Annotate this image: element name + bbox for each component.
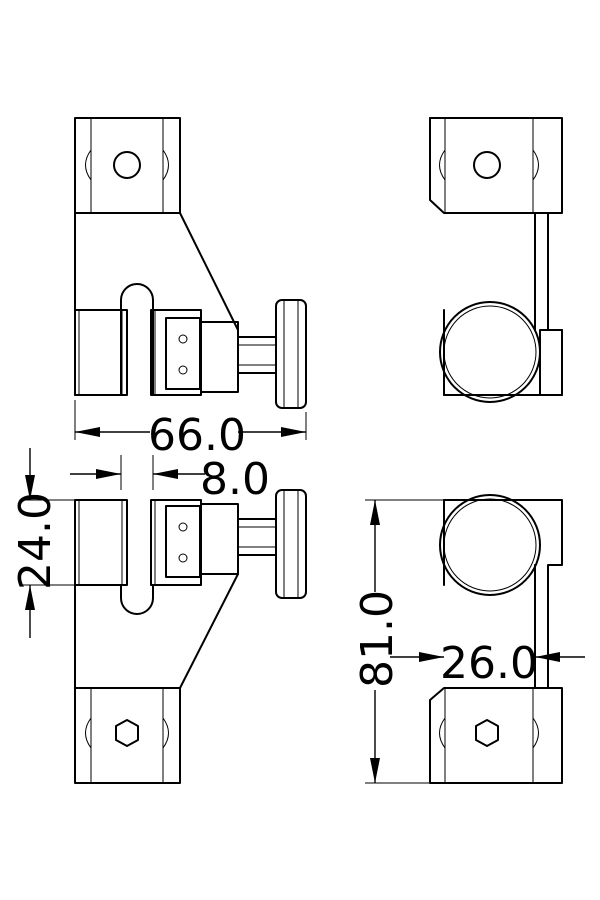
overall-width-label: 66.0	[148, 410, 246, 461]
knob-face	[439, 301, 541, 403]
front-view-top	[74, 117, 307, 409]
side-view-top	[429, 117, 563, 403]
offset-depth-label: 26.0	[440, 638, 538, 689]
dimension-offset-depth: 26.0	[390, 638, 585, 689]
mount-hole	[475, 719, 499, 747]
dimension-total-height: 81.0	[352, 499, 444, 784]
side-view-bottom	[429, 494, 563, 784]
mount-hole	[115, 719, 139, 747]
dimension-slot-width: 8.0	[70, 454, 270, 505]
dimension-clamp-height: 24.0	[10, 448, 75, 638]
dimension-overall-width: 66.0	[74, 400, 307, 461]
mount-hole	[113, 151, 141, 179]
clamp-height-label: 24.0	[10, 492, 61, 590]
front-view-bottom	[74, 489, 307, 784]
total-height-label: 81.0	[352, 590, 403, 688]
mount-hole	[473, 151, 501, 179]
slot-width-label: 8.0	[200, 454, 270, 505]
knob-face	[439, 494, 541, 596]
